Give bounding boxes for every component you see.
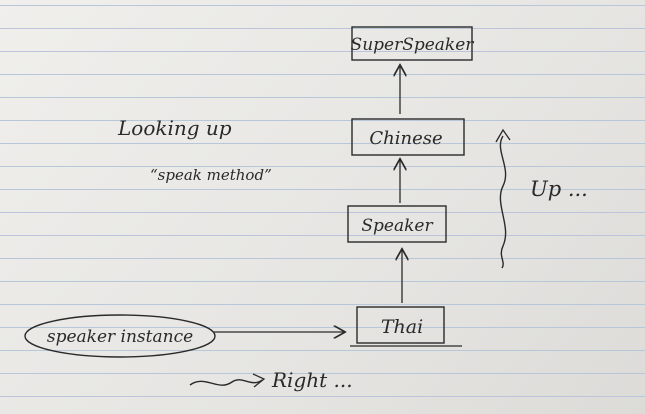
thai-label: Thai — [381, 316, 423, 338]
speaker-node: Speaker — [347, 205, 447, 243]
chinese-label: Chinese — [369, 128, 442, 149]
up-brace — [499, 135, 507, 269]
superspeaker-label: SuperSpeaker — [351, 35, 475, 55]
speak-method-text: “speak method” — [150, 166, 272, 184]
speaker-instance-label: speaker instance — [47, 327, 193, 347]
speaker-box — [347, 205, 447, 243]
superspeaker-node: SuperSpeaker — [351, 26, 475, 61]
right-text: Right ... — [271, 368, 353, 392]
right-wavy-arrowhead — [252, 373, 266, 388]
looking-up-text: Looking up — [117, 116, 232, 140]
right-wavy-arrow — [189, 379, 263, 386]
chinese-node: Chinese — [351, 118, 465, 156]
up-brace-arrowhead — [495, 128, 511, 143]
superspeaker-box — [351, 26, 473, 61]
up-text: Up ... — [530, 177, 588, 201]
speaker-instance-ellipse — [24, 314, 216, 358]
thai-box — [356, 306, 445, 344]
chinese-box — [351, 118, 465, 156]
speaker-label: Speaker — [361, 216, 433, 236]
speaker-instance-node: speaker instance — [24, 314, 216, 358]
thai-node: Thai — [350, 306, 462, 347]
